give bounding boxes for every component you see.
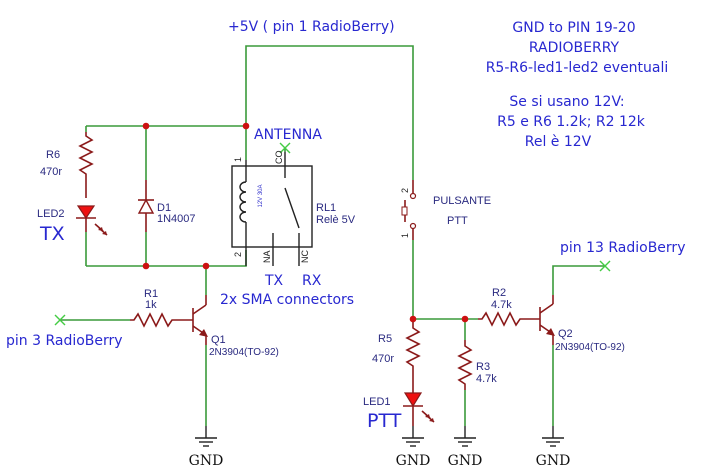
r2-value: 4.7k	[491, 299, 512, 311]
led1-icon	[403, 392, 435, 426]
pin13-label: pin 13 RadioBerry	[560, 240, 685, 256]
note12v-line-1: Se si usano 12V:	[509, 94, 624, 110]
note-line-2: RADIOBERRY	[529, 40, 620, 56]
r3-value: 4.7k	[476, 373, 497, 385]
r5-value: 470r	[372, 353, 394, 365]
r2-ref: R2	[492, 287, 506, 299]
junction-dot	[202, 262, 210, 270]
coil-icon	[239, 181, 247, 223]
relay-value: Relè 5V	[316, 214, 356, 226]
led2-icon	[76, 205, 108, 236]
q2-value: 2N3904(TO-92)	[555, 342, 625, 353]
junction-dot	[142, 262, 150, 270]
junction-dot	[461, 315, 469, 323]
resistor-r3	[457, 340, 473, 390]
r1-ref: R1	[144, 288, 158, 300]
diode-d1-icon	[137, 180, 155, 232]
junction-dot	[242, 122, 250, 130]
switch-label2: PTT	[447, 215, 468, 227]
junctions	[142, 122, 469, 323]
resistor-r1	[130, 312, 193, 328]
relay-rl1: 12V 30A	[231, 152, 313, 266]
ground-r3-icon	[454, 426, 476, 447]
tx-label: TX	[264, 273, 284, 289]
r5-ref: R5	[378, 333, 392, 345]
led1-ref: LED1	[363, 396, 391, 408]
wire-pin13	[552, 265, 605, 295]
led2-tag: TX	[39, 223, 65, 245]
pin3-terminal-icon	[54, 314, 66, 326]
r1-value: 1k	[145, 299, 157, 311]
resistor-r5	[405, 322, 421, 393]
relay-rating: 12V 30A	[258, 184, 264, 207]
relay-pin2: 2	[233, 252, 243, 257]
q1-ref: Q1	[211, 334, 226, 346]
wire-5v-top	[245, 45, 414, 180]
ptt-switch-icon[interactable]	[401, 180, 417, 240]
switch-contact-icon	[284, 187, 300, 229]
relay-pin1: 1	[233, 157, 243, 162]
r3-ref: R3	[476, 361, 490, 373]
q1-value: 2N3904(TO-92)	[209, 347, 279, 358]
r6-value: 470r	[40, 166, 62, 178]
junction-dot	[142, 122, 150, 130]
relay-nc: NC	[300, 250, 310, 263]
switch-label: PULSANTE	[433, 195, 491, 207]
ground-q1-icon	[195, 426, 217, 447]
sma-label: 2x SMA connectors	[220, 292, 354, 308]
gnd-label: GND	[448, 453, 483, 469]
r6-ref: R6	[46, 149, 60, 161]
note-line-3: R5-R6-led1-led2 eventuali	[486, 60, 669, 76]
pin13-terminal-icon	[599, 260, 611, 272]
gnd-label: GND	[536, 453, 571, 469]
switch-pin2: 2	[400, 188, 410, 193]
transistor-q1-icon	[192, 295, 208, 345]
d1-value: 1N4007	[157, 213, 196, 225]
led1-tag: PTT	[367, 410, 402, 432]
transistor-q2-icon	[539, 295, 555, 345]
junction-dot	[409, 315, 417, 323]
d1-ref: D1	[157, 202, 171, 214]
antenna-label: ANTENNA	[254, 127, 322, 143]
relay-co: CO	[274, 151, 284, 165]
wire-bottom-rail	[86, 250, 247, 267]
gnd-label: GND	[396, 453, 431, 469]
ground-q2-icon	[542, 426, 564, 447]
note-line-1: GND to PIN 19-20	[512, 20, 635, 36]
note12v-line-3: Rel è 12V	[525, 134, 592, 150]
relay-ref: RL1	[316, 202, 336, 214]
resistor-r2	[478, 311, 540, 327]
gnd-label: GND	[189, 453, 224, 469]
q2-ref: Q2	[558, 328, 573, 340]
pin3-label: pin 3 RadioBerry	[6, 333, 123, 349]
relay-na: NA	[262, 250, 272, 263]
supply-label: +5V ( pin 1 RadioBerry)	[228, 19, 395, 35]
switch-pin1: 1	[400, 233, 410, 238]
ground-led1-icon	[402, 426, 424, 447]
note12v-line-2: R5 e R6 1.2k; R2 12k	[497, 114, 646, 130]
antenna-terminal-icon	[279, 142, 291, 154]
terminal-marks	[54, 142, 611, 326]
rx-label: RX	[302, 273, 322, 289]
led2-ref: LED2	[37, 208, 65, 220]
resistor-r6	[78, 132, 94, 198]
